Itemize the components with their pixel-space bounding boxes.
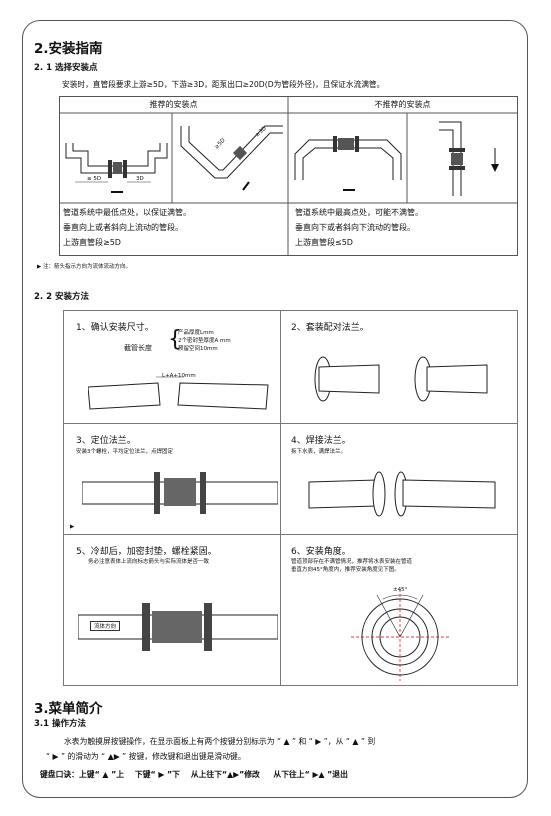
step6-sub-2: 垂直方向45°角度内，推荐安装角度见下图。 (291, 567, 400, 573)
brace-icon: { (168, 327, 182, 352)
step-cell-2: 2、套装配对法兰。 (280, 310, 518, 424)
install-angle-illustration (351, 589, 449, 681)
step2-title: 2、套装配对法兰。 (291, 323, 369, 333)
notrec-line-1: 管道系统中最高点处，可能不满管。 (295, 208, 423, 217)
rec-lines: 管道系统中最低点处，以保证满管。 垂直向上或者斜向上流动的管段。 上游直管段≥5… (63, 207, 285, 248)
step4-title: 4、焊接法兰。 (291, 436, 351, 446)
rec-line-2: 垂直向上或者斜向上流动的管段。 (63, 223, 183, 232)
angle-label: ±45° (393, 587, 408, 593)
table-note: ▶ 注：箭头指示方向为流体流动方向。 (37, 264, 131, 270)
step6-sub-1: 管道顶部存在不满管情况，推荐将水表安装在管道 (291, 559, 413, 565)
section22-title: 2. 2 安装方法 (34, 292, 89, 302)
flange-position-illustration (82, 472, 278, 514)
step3-sub: 安装3个螺栓，平均定位法兰，点焊固定 (76, 449, 174, 455)
small-arrow-icon: ▶ (70, 524, 75, 530)
notrec-line-2: 垂直向下或者斜向下流动的管段。 (295, 223, 415, 232)
cut-pipes-illustration (88, 376, 269, 410)
label-3d: 3D (136, 176, 144, 182)
step5-sub: 务必注意表体上流向标志箭头与实际流体是否一致 (88, 559, 210, 565)
label-5d: ≥ 5D (87, 176, 102, 182)
step6-title: 6、安装角度。 (291, 547, 351, 557)
rec-header: 推荐的安装点 (149, 100, 198, 109)
section21-title: 2. 1 选择安装点 (34, 63, 98, 73)
arrow-icon: ▶ (37, 264, 43, 270)
flange-pair-illustration (314, 356, 488, 402)
diagram-upward-slope (180, 125, 283, 191)
section3-title: 3.菜单简介 (34, 701, 103, 717)
step5-title: 5、冷却后，加密封垫，螺栓紧固。 (76, 547, 217, 557)
section31-title: 3.1 操作方法 (34, 719, 87, 729)
step1-dim: L+A+10mm (162, 373, 196, 379)
notrec-line-3: 上游直管段≤5D (295, 238, 353, 247)
step1-label: 截管长度 (124, 344, 152, 352)
step-cell-6: 6、安装角度。 管道顶部存在不满管情况，推荐将水表安装在管道 垂直方向45°角度… (280, 534, 518, 686)
table-grid (59, 96, 518, 256)
step1-items: 产品厚度Lmm 2个密封垫厚度A mm 预留空间10mm (178, 330, 231, 352)
section31-line2: “ ▶ ” 的滑动为 “ ▲▶ ” 按键，修改键和退出键是滑动键。 (46, 752, 246, 761)
flow-direction-label: 流体方向 (90, 621, 121, 631)
step1-title: 1、确认安装尺寸。 (76, 323, 154, 333)
notrec-header: 不推荐的安装点 (374, 100, 431, 109)
step-cell-5: 5、冷却后，加密封垫，螺栓紧固。 务必注意表体上流向标志箭头与实际流体是否一致 … (63, 534, 281, 686)
bolt-tighten-illustration (78, 603, 278, 651)
diagram-low-point (65, 143, 168, 193)
step-cell-3: 3、定位法兰。 安装3个螺栓，平均定位法兰，点焊固定 ▶ (63, 423, 281, 535)
diagram-high-point (294, 136, 402, 191)
step4-sub: 拆下水表，满焊法兰。 (291, 449, 347, 455)
weld-flange-illustration (308, 471, 496, 517)
rec-line-1: 管道系统中最低点处，以保证满管。 (63, 208, 191, 217)
rec-line-3: 上游直管段≥5D (63, 238, 121, 247)
step-cell-1: 1、确认安装尺寸。 截管长度 { 产品厚度Lmm 2个密封垫厚度A mm 预留空… (63, 310, 281, 424)
section21-text: 安装时，直管段要求上游≥5D，下游≥3D，距泵出口≥20D(D为管段外径)，且保… (62, 80, 385, 89)
page-frame (22, 20, 528, 798)
install-point-table: 推荐的安装点 不推荐的安装点 ≥ 5D 3D ≥5D ≥3D (59, 96, 518, 256)
diagram-downward (439, 121, 499, 196)
step3-title: 3、定位法兰。 (76, 436, 136, 446)
step-cell-4: 4、焊接法兰。 拆下水表，满焊法兰。 (280, 423, 518, 535)
section31-line1: 水表为触摸屏按键操作，在显示面板上有两个按键分别标示为 “ ▲ ” 和 “ ▶ … (64, 737, 376, 746)
keyboard-mnemonic: 键盘口诀：上键“ ▲ ”上 下键“ ▶ ”下 从上往下“▲▶”修改 从下往上“ … (40, 770, 348, 779)
notrec-lines: 管道系统中最高点处，可能不满管。 垂直向下或者斜向下流动的管段。 上游直管段≤5… (295, 207, 517, 248)
section2-title: 2.安装指南 (34, 41, 103, 57)
